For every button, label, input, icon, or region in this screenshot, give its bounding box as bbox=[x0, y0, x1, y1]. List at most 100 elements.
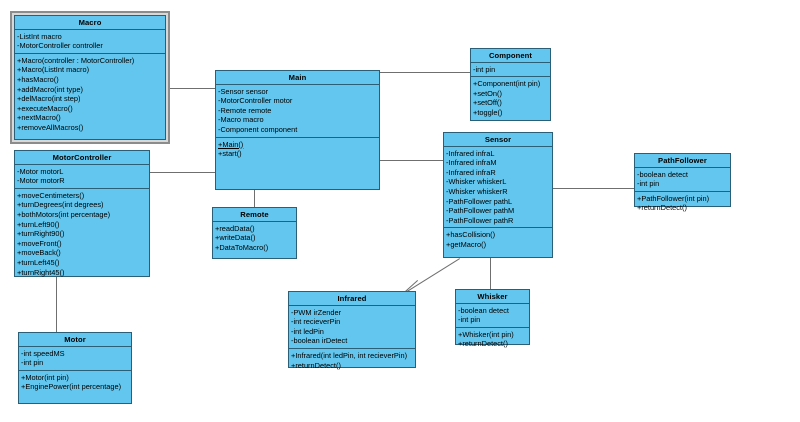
method-row: +Component(int pin) bbox=[473, 79, 541, 89]
class-title-component: Component bbox=[471, 49, 550, 63]
class-box-remote[interactable]: Remote +readData() +writeData() +DataToM… bbox=[212, 207, 297, 259]
class-title-whisker: Whisker bbox=[456, 290, 529, 304]
method-row: +hasCollision() bbox=[446, 230, 496, 240]
class-title-infrared: Infrared bbox=[289, 292, 415, 306]
attribute-row: -Remote remote bbox=[218, 105, 272, 115]
attribute-row: -Infrared infraR bbox=[446, 167, 496, 177]
method-row: +bothMotors(int percentage) bbox=[17, 210, 111, 220]
attribute-row: -PathFollower pathL bbox=[446, 196, 513, 206]
connector-motorcontroller-main[interactable] bbox=[150, 172, 215, 173]
method-row: +turnRight45() bbox=[17, 267, 65, 277]
class-methods-motor: +Motor(int pin) +EnginePower(int percent… bbox=[19, 369, 131, 394]
connector-macro-main[interactable] bbox=[163, 88, 215, 89]
method-row: +returnDetect() bbox=[637, 203, 687, 213]
class-attributes-whisker: -boolean detect -int pin bbox=[456, 304, 529, 327]
method-row: +setOn() bbox=[473, 88, 502, 98]
attribute-row: -boolean detect bbox=[458, 305, 509, 315]
class-box-macro[interactable]: Macro -ListInt macro -MotorController co… bbox=[14, 15, 166, 140]
class-box-infrared[interactable]: Infrared -PWM irZender -int recieverPin … bbox=[288, 291, 416, 369]
attribute-row: -Motor motorR bbox=[17, 176, 65, 186]
connector-sensor-pathfollower[interactable] bbox=[553, 188, 634, 189]
attribute-row: -PathFollower pathR bbox=[446, 215, 514, 225]
attribute-row: -int speedMS bbox=[21, 348, 65, 358]
class-box-motorcontroller[interactable]: MotorController -Motor motorL -Motor mot… bbox=[14, 150, 150, 277]
class-box-pathfollower[interactable]: PathFollower -boolean detect -int pin +P… bbox=[634, 153, 731, 212]
class-attributes-component: -int pin bbox=[471, 63, 550, 77]
attribute-row: -Infrared infraM bbox=[446, 158, 497, 168]
method-row-static: +Main() bbox=[218, 139, 244, 149]
method-row: +getMacro() bbox=[446, 240, 487, 250]
method-row: +moveFront() bbox=[17, 238, 62, 248]
attribute-row: -int pin bbox=[637, 179, 660, 189]
attribute-row: -PWM irZender bbox=[291, 307, 342, 317]
attribute-row: -int ledPin bbox=[291, 326, 324, 336]
method-row: +PathFollower(int pin) bbox=[637, 193, 710, 203]
connector-motorcontroller-motor[interactable] bbox=[56, 277, 57, 332]
class-attributes-infrared: -PWM irZender -int recieverPin -int ledP… bbox=[289, 306, 415, 348]
method-row: +turnRight90() bbox=[17, 229, 65, 239]
method-row: +moveCentimeters() bbox=[17, 190, 85, 200]
class-methods-sensor: +hasCollision() +getMacro() bbox=[444, 227, 552, 251]
attribute-row: -boolean irDetect bbox=[291, 336, 348, 346]
attribute-row: -ListInt macro bbox=[17, 31, 62, 41]
class-methods-component: +Component(int pin) +setOn() +setOff() +… bbox=[471, 76, 550, 119]
attribute-row: -Sensor sensor bbox=[218, 86, 269, 96]
method-row: +returnDetect() bbox=[458, 339, 508, 349]
method-row: +turnLeft90() bbox=[17, 219, 60, 229]
method-row: +executeMacro() bbox=[17, 103, 73, 113]
attribute-row: -Macro macro bbox=[218, 115, 264, 125]
class-title-main: Main bbox=[216, 71, 379, 85]
class-methods-main: +Main() +start() bbox=[216, 136, 379, 161]
class-attributes-main: -Sensor sensor -MotorController motor -R… bbox=[216, 85, 379, 137]
attribute-row: -Whisker whiskerL bbox=[446, 177, 507, 187]
class-methods-motorcontroller: +moveCentimeters() +turnDegrees(int degr… bbox=[15, 187, 149, 279]
attribute-row: -Whisker whiskerR bbox=[446, 187, 508, 197]
connector-main-remote[interactable] bbox=[254, 190, 255, 207]
class-attributes-sensor: -Infrared infraL -Infrared infraM -Infra… bbox=[444, 147, 552, 228]
method-row: +readData() bbox=[215, 223, 255, 233]
class-box-component[interactable]: Component -int pin +Component(int pin) +… bbox=[470, 48, 551, 121]
class-box-main[interactable]: Main -Sensor sensor -MotorController mot… bbox=[215, 70, 380, 190]
class-methods-whisker: +Whisker(int pin) +returnDetect() bbox=[456, 326, 529, 351]
connector-main-component[interactable] bbox=[380, 72, 471, 73]
class-title-motor: Motor bbox=[19, 333, 131, 347]
attribute-row: -int recieverPin bbox=[291, 317, 341, 327]
class-attributes-macro: -ListInt macro -MotorController controll… bbox=[15, 30, 165, 53]
method-row: +writeData() bbox=[215, 233, 256, 243]
attribute-row: -int pin bbox=[21, 358, 44, 368]
class-attributes-motorcontroller: -Motor motorL -Motor motorR bbox=[15, 165, 149, 188]
method-row: +setOff() bbox=[473, 98, 502, 108]
method-row: +Infrared(int ledPin, int recieverPin) bbox=[291, 351, 408, 361]
class-box-whisker[interactable]: Whisker -boolean detect -int pin +Whiske… bbox=[455, 289, 530, 348]
class-title-sensor: Sensor bbox=[444, 133, 552, 147]
method-row: +hasMacro() bbox=[17, 75, 59, 85]
class-methods-macro: +Macro(controller : MotorController) +Ma… bbox=[15, 52, 165, 135]
class-box-motor[interactable]: Motor -int speedMS -int pin +Motor(int p… bbox=[18, 332, 132, 404]
connector-sensor-whisker[interactable] bbox=[490, 258, 491, 289]
method-row: +turnLeft45() bbox=[17, 258, 60, 268]
method-row: +moveBack() bbox=[17, 248, 61, 258]
method-row: +start() bbox=[218, 149, 242, 159]
method-row: +Whisker(int pin) bbox=[458, 329, 514, 339]
class-methods-pathfollower: +PathFollower(int pin) +returnDetect() bbox=[635, 190, 730, 215]
class-title-motorcontroller: MotorController bbox=[15, 151, 149, 165]
method-row: +Macro(ListInt macro) bbox=[17, 65, 90, 75]
method-row: +addMacro(int type) bbox=[17, 84, 83, 94]
attribute-row: -Component component bbox=[218, 125, 298, 135]
method-row: +removeAllMacros() bbox=[17, 123, 84, 133]
method-row: +DataToMacro() bbox=[215, 242, 269, 252]
attribute-row: -int pin bbox=[458, 315, 481, 325]
method-row: +delMacro(int step) bbox=[17, 94, 81, 104]
method-row: +toggle() bbox=[473, 108, 503, 118]
attribute-row: -MotorController motor bbox=[218, 96, 293, 106]
attribute-row: -PathFollower pathM bbox=[446, 206, 515, 216]
attribute-row: -boolean detect bbox=[637, 169, 688, 179]
method-row: +Macro(controller : MotorController) bbox=[17, 55, 135, 65]
class-title-macro: Macro bbox=[15, 16, 165, 30]
class-box-sensor[interactable]: Sensor -Infrared infraL -Infrared infraM… bbox=[443, 132, 553, 258]
connector-main-sensor[interactable] bbox=[380, 160, 444, 161]
attribute-row: -Motor motorL bbox=[17, 166, 64, 176]
class-attributes-pathfollower: -boolean detect -int pin bbox=[635, 168, 730, 191]
attribute-row: -MotorController controller bbox=[17, 41, 103, 51]
